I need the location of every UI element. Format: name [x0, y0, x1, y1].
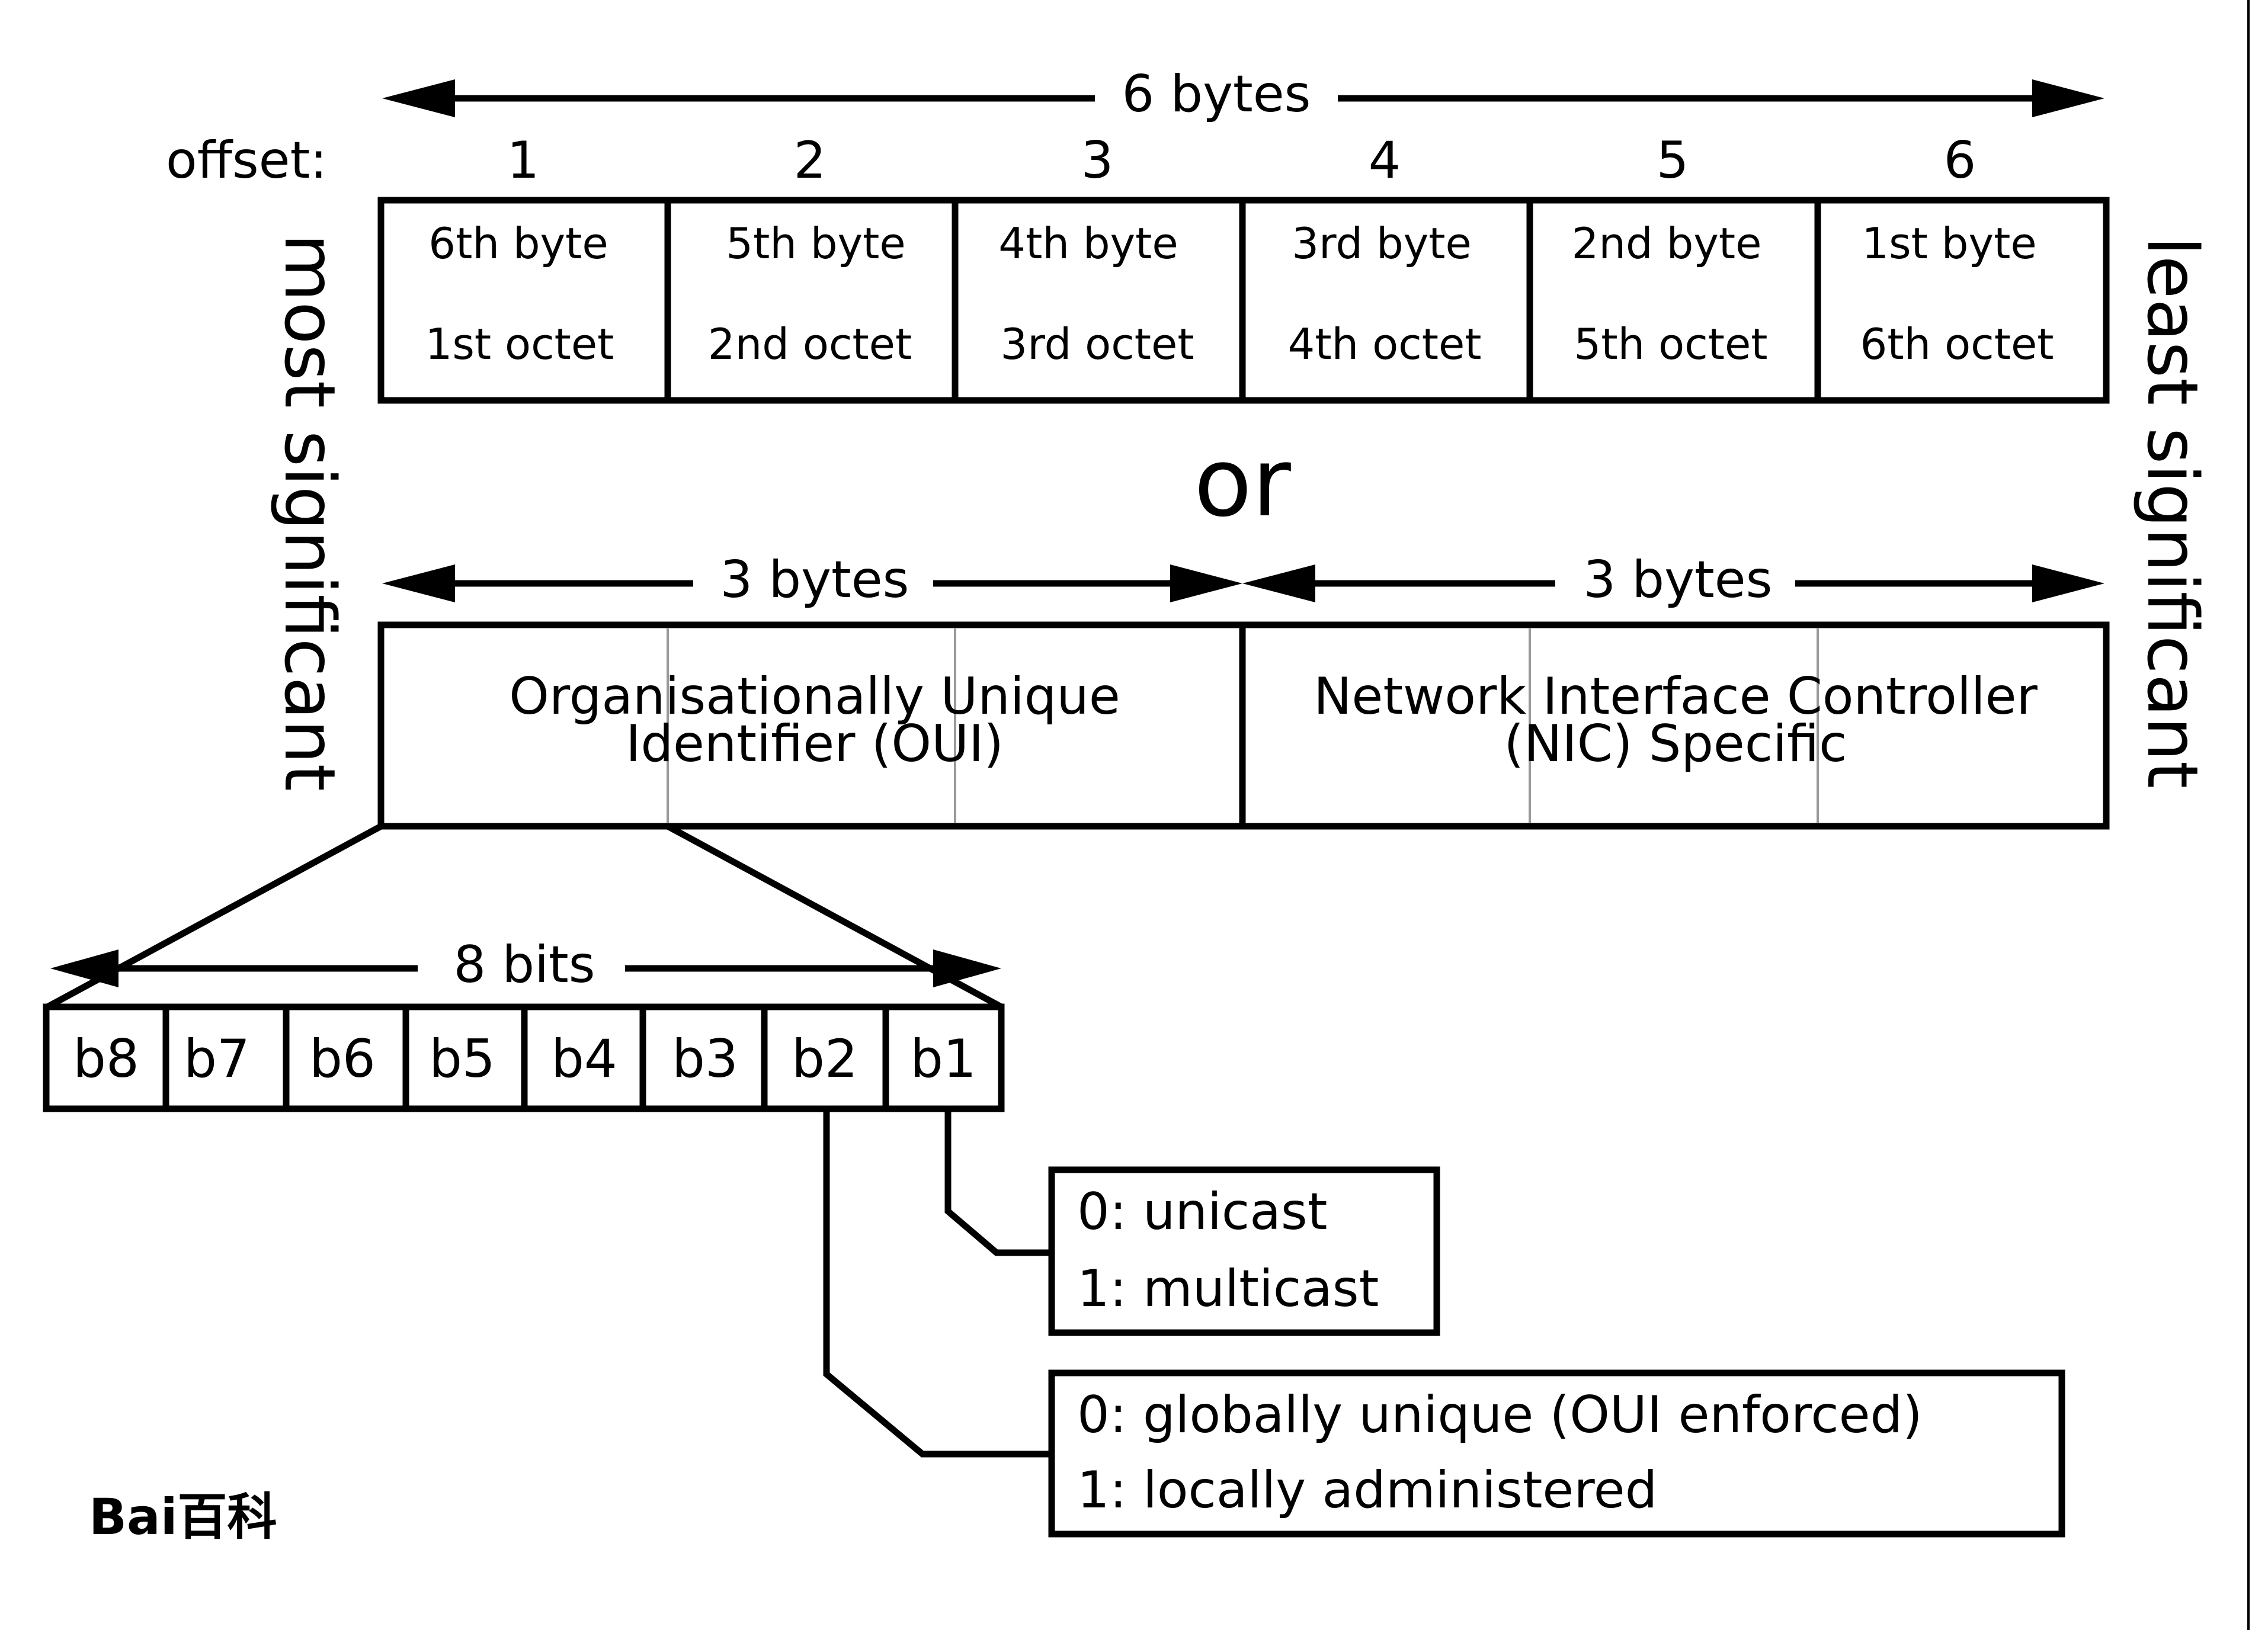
bit-row: b8 b7 b6 b5 b4 b3 b2 b1: [43, 1003, 1005, 1112]
byte-row: 6th byte 1st octet 5th byte 2nd octet 4t…: [377, 197, 2110, 404]
least-significant-label: least significant: [2132, 236, 2213, 788]
bit-label: b1: [910, 1028, 976, 1089]
oui-arrowhead-left: [382, 564, 455, 602]
nic-field-line1: Network Interface Controller: [1314, 667, 2038, 726]
bit-label: b6: [309, 1028, 376, 1089]
field-row: Organisationally Unique Identifier (OUI)…: [377, 621, 2110, 830]
b2-box-frame: [1048, 1369, 2065, 1538]
six-bytes-arrowhead-right: [2032, 79, 2104, 117]
b2-locally-administered-text: 1: locally administered: [1077, 1461, 1657, 1520]
bit-label: b7: [184, 1028, 250, 1089]
offset-number: 6: [1944, 131, 1977, 190]
b2-meaning-box: 0: globally unique (OUI enforced) 1: loc…: [1048, 1369, 2065, 1538]
eight-bits-label: 8 bits: [453, 935, 595, 994]
b1-unicast-text: 0: unicast: [1077, 1182, 1327, 1241]
oui-span: 3 bytes: [382, 550, 1242, 609]
six-bytes-label: 6 bytes: [1122, 65, 1311, 124]
offset-numbers: 1 2 3 4 5 6: [507, 131, 1977, 190]
octet-cell-label: 1st octet: [425, 319, 614, 369]
byte-cell-label: 5th byte: [726, 219, 905, 268]
offset-number: 1: [507, 131, 540, 190]
most-significant-label: most significant: [269, 233, 351, 791]
bit-label: b4: [551, 1028, 617, 1089]
six-bytes-span: 6 bytes: [382, 65, 2104, 124]
octet-cell-label: 4th octet: [1288, 319, 1482, 369]
oui-bytes-label: 3 bytes: [720, 550, 909, 609]
b1-box-frame: [1048, 1166, 1440, 1336]
six-bytes-arrowhead-left: [382, 79, 455, 117]
octet-cell-label: 6th octet: [1860, 319, 2054, 369]
offset-number: 3: [1081, 131, 1114, 190]
b2-globally-unique-text: 0: globally unique (OUI enforced): [1077, 1385, 1923, 1445]
octet-cell-label: 3rd octet: [1000, 319, 1194, 369]
nic-bytes-label: 3 bytes: [1584, 550, 1773, 609]
or-separator: or: [1194, 427, 1291, 538]
b2-connector: [823, 1109, 1052, 1458]
byte-cell-label: 2nd byte: [1572, 219, 1762, 268]
bits-arrowhead-right: [933, 949, 1001, 987]
offset-number: 2: [794, 131, 827, 190]
octet-cell-label: 2nd octet: [708, 319, 912, 369]
nic-field-line2: (NIC) Specific: [1504, 714, 1847, 774]
oui-arrowhead-right: [1170, 564, 1242, 602]
eight-bits-span: 8 bits: [50, 935, 1001, 994]
nic-arrowhead-left: [1242, 564, 1315, 602]
nic-arrowhead-right: [2032, 564, 2104, 602]
b1-meaning-box: 0: unicast 1: multicast: [1048, 1166, 1440, 1336]
nic-span: 3 bytes: [1242, 550, 2104, 609]
bit-label: b2: [792, 1028, 858, 1089]
byte-cell-label: 1st byte: [1862, 219, 2036, 268]
b1-connector: [944, 1109, 1052, 1256]
bit-label: b8: [73, 1028, 139, 1089]
bits-arrowhead-left: [50, 949, 118, 987]
bit-label: b3: [672, 1028, 738, 1089]
oui-field-line1: Organisationally Unique: [509, 667, 1120, 726]
offset-label: offset:: [166, 131, 327, 190]
b1-multicast-text: 1: multicast: [1077, 1259, 1379, 1318]
bit-label: b5: [429, 1028, 495, 1089]
octet-cell-label: 5th octet: [1574, 319, 1768, 369]
byte-cell-label: 3rd byte: [1292, 219, 1472, 268]
offset-number: 4: [1369, 131, 1401, 190]
byte-cell-label: 6th byte: [428, 219, 608, 268]
byte-cell-label: 4th byte: [998, 219, 1178, 268]
offset-number: 5: [1657, 131, 1689, 190]
baidu-watermark: Bai百科: [89, 1488, 277, 1546]
oui-field-line2: Identifier (OUI): [626, 714, 1004, 774]
